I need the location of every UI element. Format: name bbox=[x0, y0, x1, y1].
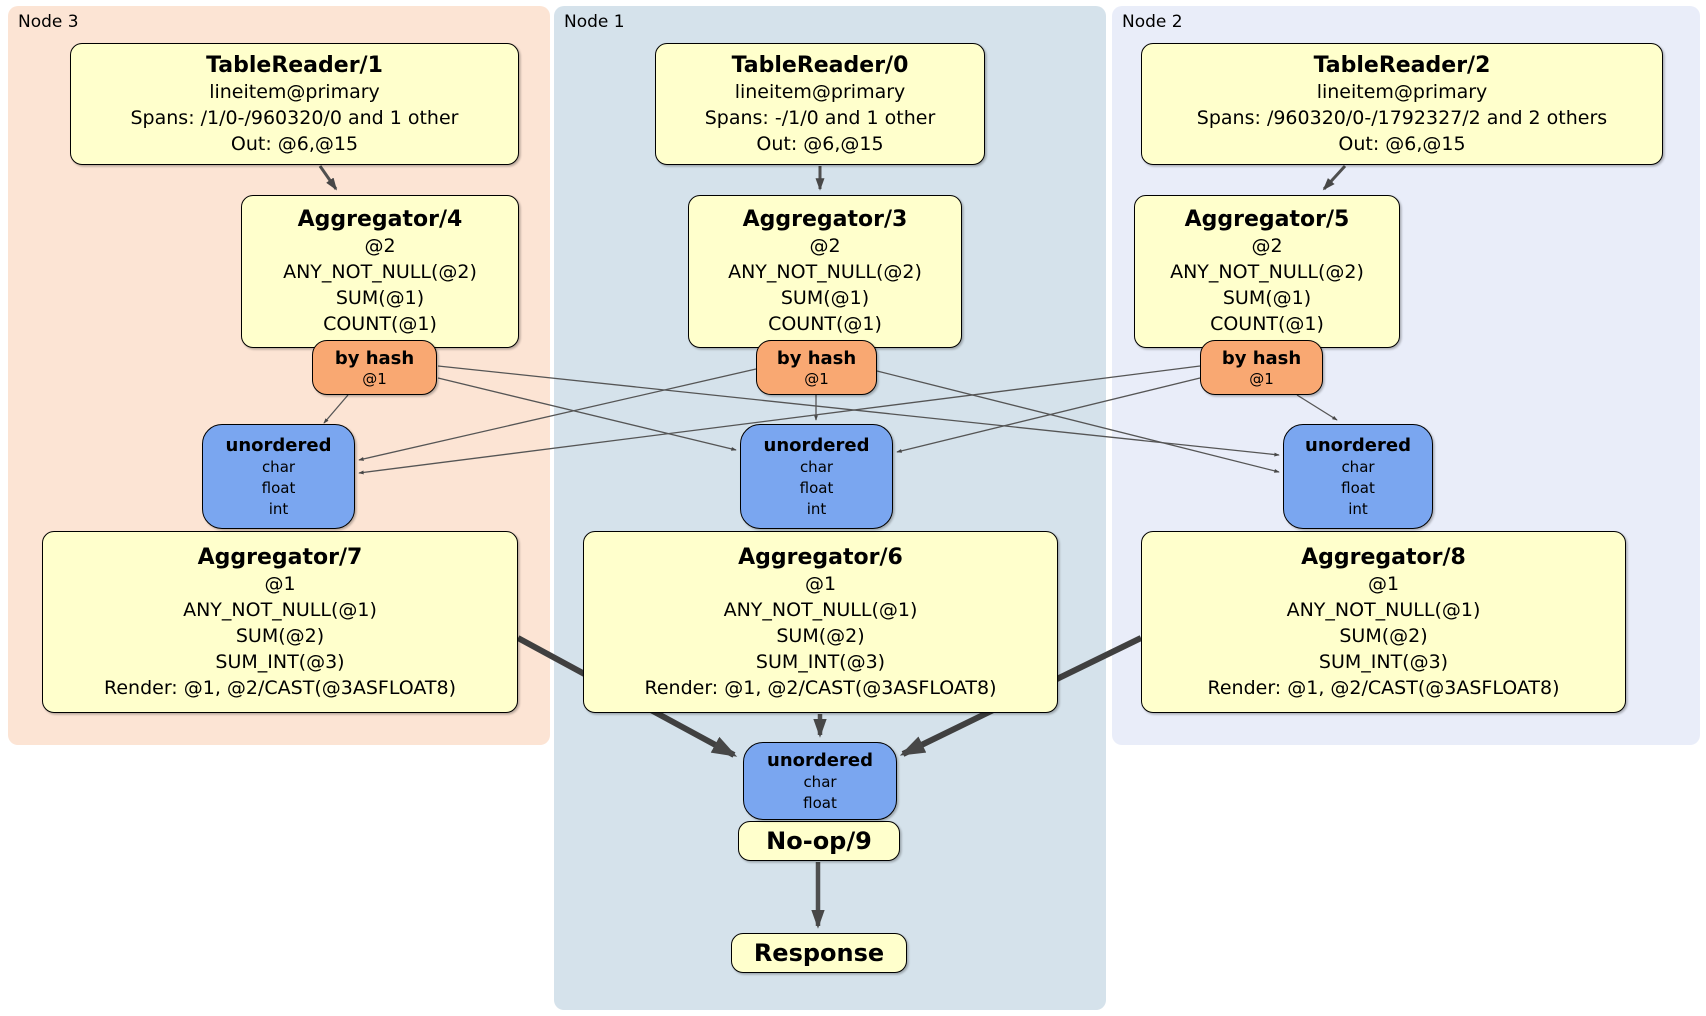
box-title: No-op/9 bbox=[766, 827, 872, 855]
box-row: ANY_NOT_NULL(@2) bbox=[1170, 261, 1364, 283]
box-row: Out: @6,@15 bbox=[1338, 132, 1466, 155]
edge-tr2-to-agg5 bbox=[1322, 164, 1347, 191]
box-row: ANY_NOT_NULL(@2) bbox=[283, 261, 477, 283]
box-row: Spans: /960320/0-/1792327/2 and 2 others bbox=[1196, 106, 1608, 129]
box-row: @2 bbox=[364, 235, 396, 257]
box-row: ANY_NOT_NULL(@1) bbox=[723, 598, 918, 621]
sync-unordered-node1: unordered char float int bbox=[740, 424, 893, 529]
sync-label: unordered bbox=[1305, 434, 1411, 456]
box-row: ANY_NOT_NULL(@2) bbox=[728, 261, 922, 283]
router-by-hash-node3: by hash @1 bbox=[312, 340, 437, 395]
edge-hash1-to-sync2 bbox=[876, 370, 1280, 473]
processor-aggregator-7: Aggregator/7 @1 ANY_NOT_NULL(@1) SUM(@2)… bbox=[42, 531, 518, 713]
router-detail: @1 bbox=[362, 369, 387, 388]
box-title: Aggregator/4 bbox=[297, 207, 463, 232]
sync-row: int bbox=[268, 499, 289, 518]
processor-response: Response bbox=[731, 933, 907, 973]
box-title: TableReader/1 bbox=[206, 52, 383, 78]
box-row: lineitem@primary bbox=[209, 80, 380, 103]
processor-aggregator-5: Aggregator/5 @2 ANY_NOT_NULL(@2) SUM(@1)… bbox=[1134, 195, 1400, 348]
box-row: SUM(@1) bbox=[780, 287, 870, 309]
box-row: lineitem@primary bbox=[1316, 80, 1488, 103]
processor-aggregator-4: Aggregator/4 @2 ANY_NOT_NULL(@2) SUM(@1)… bbox=[241, 195, 519, 348]
router-detail: @1 bbox=[804, 369, 829, 388]
sync-row: int bbox=[806, 499, 827, 518]
edge-hash2-to-sync3 bbox=[358, 365, 1201, 475]
sync-unordered-node2: unordered char float int bbox=[1283, 424, 1433, 529]
router-label: by hash bbox=[1221, 347, 1302, 369]
box-row: @2 bbox=[1251, 235, 1283, 257]
router-by-hash-node2: by hash @1 bbox=[1200, 340, 1323, 395]
box-title: Aggregator/8 bbox=[1301, 544, 1466, 570]
box-row: COUNT(@1) bbox=[1210, 313, 1324, 335]
box-row: Spans: /1/0-/960320/0 and 1 other bbox=[130, 106, 459, 129]
edge-hash1-to-sync3 bbox=[358, 368, 757, 461]
box-row: SUM(@2) bbox=[1339, 624, 1428, 647]
sync-row: float bbox=[799, 478, 834, 497]
sync-unordered-node3: unordered char float int bbox=[202, 424, 355, 529]
processor-noop-9: No-op/9 bbox=[738, 821, 900, 861]
box-row: Render: @1, @2/CAST(@3ASFLOAT8) bbox=[644, 676, 997, 699]
sync-unordered-final: unordered char float bbox=[743, 742, 897, 820]
processor-aggregator-6: Aggregator/6 @1 ANY_NOT_NULL(@1) SUM(@2)… bbox=[583, 531, 1058, 713]
box-row: ANY_NOT_NULL(@1) bbox=[1286, 598, 1481, 621]
box-row: Spans: -/1/0 and 1 other bbox=[704, 106, 936, 129]
group-node2-label: Node 2 bbox=[1122, 12, 1183, 32]
sync-row: char bbox=[799, 457, 834, 476]
processor-aggregator-8: Aggregator/8 @1 ANY_NOT_NULL(@1) SUM(@2)… bbox=[1141, 531, 1626, 713]
group-node3-label: Node 3 bbox=[18, 12, 79, 32]
sync-row: char bbox=[803, 772, 837, 791]
edge-tr1-to-agg4 bbox=[318, 165, 338, 191]
box-row: @1 bbox=[804, 572, 837, 595]
box-row: @1 bbox=[1367, 572, 1400, 595]
edge-hash2-to-sync2 bbox=[1296, 394, 1338, 421]
edge-hash3-to-sync2 bbox=[437, 365, 1280, 457]
router-by-hash-node1: by hash @1 bbox=[756, 340, 877, 395]
box-row: Out: @6,@15 bbox=[230, 132, 359, 155]
box-row: ANY_NOT_NULL(@1) bbox=[183, 598, 377, 621]
box-title: TableReader/2 bbox=[1313, 52, 1491, 78]
sync-row: char bbox=[261, 457, 296, 476]
router-detail: @1 bbox=[1249, 369, 1274, 388]
box-row: Render: @1, @2/CAST(@3ASFLOAT8) bbox=[104, 676, 456, 699]
box-row: SUM_INT(@3) bbox=[1318, 650, 1449, 673]
sync-row: float bbox=[261, 478, 296, 497]
box-row: Render: @1, @2/CAST(@3ASFLOAT8) bbox=[1207, 676, 1560, 699]
box-row: COUNT(@1) bbox=[323, 313, 437, 335]
box-row: SUM(@2) bbox=[776, 624, 865, 647]
router-label: by hash bbox=[334, 347, 415, 369]
box-row: SUM(@1) bbox=[1222, 287, 1312, 309]
box-title: Aggregator/3 bbox=[742, 207, 908, 232]
processor-tablereader-2: TableReader/2 lineitem@primary Spans: /9… bbox=[1141, 43, 1663, 165]
sync-row: int bbox=[1348, 499, 1368, 518]
box-title: Response bbox=[753, 939, 885, 967]
edge-hash3-to-sync3 bbox=[323, 394, 349, 424]
box-title: TableReader/0 bbox=[731, 52, 909, 78]
router-label: by hash bbox=[776, 347, 857, 369]
processor-aggregator-3: Aggregator/3 @2 ANY_NOT_NULL(@2) SUM(@1)… bbox=[688, 195, 962, 348]
group-node1-label: Node 1 bbox=[564, 12, 625, 32]
box-title: Aggregator/5 bbox=[1184, 207, 1350, 232]
box-row: @1 bbox=[264, 572, 296, 595]
box-title: Aggregator/7 bbox=[197, 544, 363, 570]
sync-label: unordered bbox=[763, 434, 870, 456]
box-row: SUM(@1) bbox=[335, 287, 425, 309]
processor-tablereader-1: TableReader/1 lineitem@primary Spans: /1… bbox=[70, 43, 519, 165]
sync-label: unordered bbox=[767, 749, 873, 771]
box-row: SUM_INT(@3) bbox=[215, 650, 345, 673]
sync-label: unordered bbox=[225, 434, 332, 456]
box-row: lineitem@primary bbox=[734, 80, 906, 103]
sync-row: float bbox=[1341, 478, 1375, 497]
box-row: Out: @6,@15 bbox=[756, 132, 884, 155]
box-row: COUNT(@1) bbox=[768, 313, 882, 335]
sync-row: float bbox=[803, 793, 837, 812]
edge-hash2-to-sync1 bbox=[896, 377, 1201, 453]
sync-row: char bbox=[1341, 457, 1375, 476]
box-row: SUM(@2) bbox=[235, 624, 325, 647]
box-row: @2 bbox=[809, 235, 841, 257]
box-title: Aggregator/6 bbox=[738, 544, 903, 570]
edge-hash3-to-sync1 bbox=[437, 377, 737, 451]
processor-tablereader-0: TableReader/0 lineitem@primary Spans: -/… bbox=[655, 43, 985, 165]
box-row: SUM_INT(@3) bbox=[755, 650, 886, 673]
